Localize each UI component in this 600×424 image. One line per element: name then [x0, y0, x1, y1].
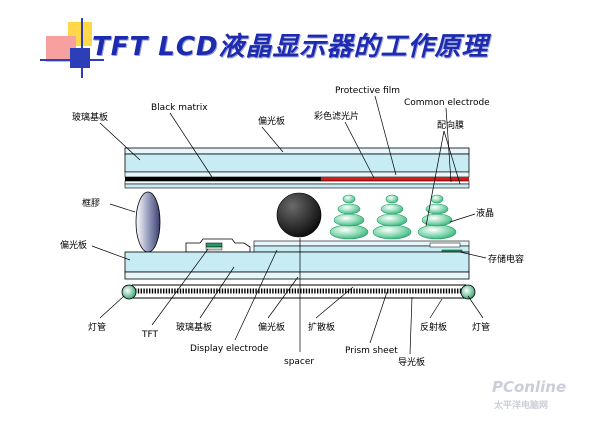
label-black-matrix: Black matrix — [151, 103, 208, 113]
top-glass-substrate — [124, 153, 470, 173]
label-tft: TFT — [141, 330, 159, 340]
label-liquid-crystal: 液晶 — [476, 207, 494, 219]
liquid-crystal-stack-2 — [372, 194, 412, 240]
tft-gate — [205, 242, 223, 248]
black-matrix-layer — [125, 177, 321, 181]
deco-line-vertical — [81, 18, 83, 78]
label-storage-capacitor: 存储电容 — [488, 253, 524, 265]
top-polarizer-layer — [124, 147, 470, 155]
liquid-crystal-stack-1 — [329, 194, 369, 240]
lamp-left — [121, 284, 137, 300]
watermark-brand: PConline — [492, 378, 567, 396]
label-spacer: spacer — [284, 357, 314, 367]
spacer-ball — [276, 192, 322, 238]
liquid-crystal-stack-3 — [417, 194, 457, 240]
alignment-film-top — [124, 183, 470, 189]
label-diffuser: 扩散板 — [308, 321, 335, 333]
label-glass-substrate-top: 玻璃基板 — [72, 111, 108, 123]
watermark-sub: 太平洋电脑网 — [494, 401, 549, 411]
bottom-glass-substrate — [124, 251, 470, 273]
label-color-filter: 彩色滤光片 — [314, 110, 359, 122]
label-protective-film: Protective film — [335, 86, 400, 96]
label-display-electrode: Display electrode — [190, 344, 269, 354]
label-prism-sheet: Prism sheet — [345, 346, 398, 356]
lamp-right — [460, 284, 476, 300]
label-common-electrode: Common electrode — [404, 98, 490, 108]
deco-square-blue — [70, 48, 90, 68]
tft-channel — [205, 246, 223, 251]
deco-line-horizontal — [40, 59, 104, 61]
common-electrode-layer — [124, 180, 470, 185]
label-polarizer-top: 偏光板 — [258, 115, 285, 127]
leader-lines — [91, 95, 487, 355]
label-alignment-film: 配向膜 — [437, 119, 464, 131]
label-polarizer-left: 偏光板 — [60, 239, 87, 251]
protective-film-layer — [124, 171, 470, 178]
page-title: TFT LCD液晶显示器的工作原理 — [92, 32, 489, 62]
sealant-shape — [135, 191, 161, 253]
label-lamp-right: 灯管 — [472, 321, 490, 333]
label-lamp-left: 灯管 — [88, 321, 106, 333]
label-glass-substrate-bottom: 玻璃基板 — [176, 321, 212, 333]
bottom-polarizer-layer — [124, 271, 470, 280]
label-polarizer-bottom: 偏光板 — [258, 321, 285, 333]
label-reflector: 反射板 — [420, 321, 447, 333]
label-light-guide: 导光板 — [398, 356, 425, 368]
label-sealant: 框膠 — [82, 197, 100, 209]
storage-capacitor-top — [429, 242, 461, 248]
color-filter-layer — [321, 177, 469, 181]
